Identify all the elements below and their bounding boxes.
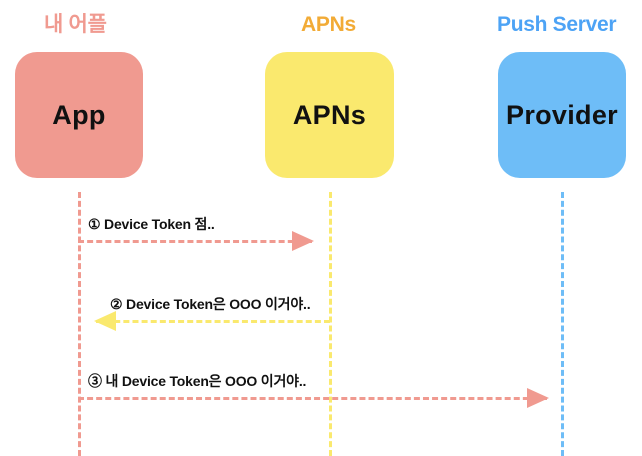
lifeline-apns — [329, 192, 335, 456]
message-3-arrowhead-icon — [527, 388, 549, 408]
message-2-arrowhead-icon — [94, 311, 116, 331]
actor-box-provider[interactable]: Provider — [498, 52, 626, 178]
actor-box-provider-label: Provider — [506, 99, 618, 130]
message-3-line — [78, 397, 547, 400]
actor-header-push-server: Push Server — [497, 13, 617, 36]
message-1-line — [78, 240, 312, 243]
message-1-label: ① Device Token 점.. — [88, 216, 215, 232]
lifeline-app — [78, 192, 84, 456]
actor-header-apns: APNs — [301, 13, 356, 36]
actor-box-apns[interactable]: APNs — [265, 52, 394, 178]
actor-header-app: 내 어플 — [44, 13, 107, 36]
actor-box-app-label: App — [52, 99, 106, 130]
message-1-arrowhead-icon — [292, 231, 314, 251]
actor-box-app[interactable]: App — [15, 52, 143, 178]
message-3-label: ③ 내 Device Token은 OOO 이거야.. — [88, 373, 307, 389]
message-2-line — [96, 320, 330, 323]
actor-box-apns-label: APNs — [292, 99, 367, 130]
message-2-label: ② Device Token은 OOO 이거야.. — [110, 296, 311, 312]
lifeline-provider — [561, 192, 567, 456]
